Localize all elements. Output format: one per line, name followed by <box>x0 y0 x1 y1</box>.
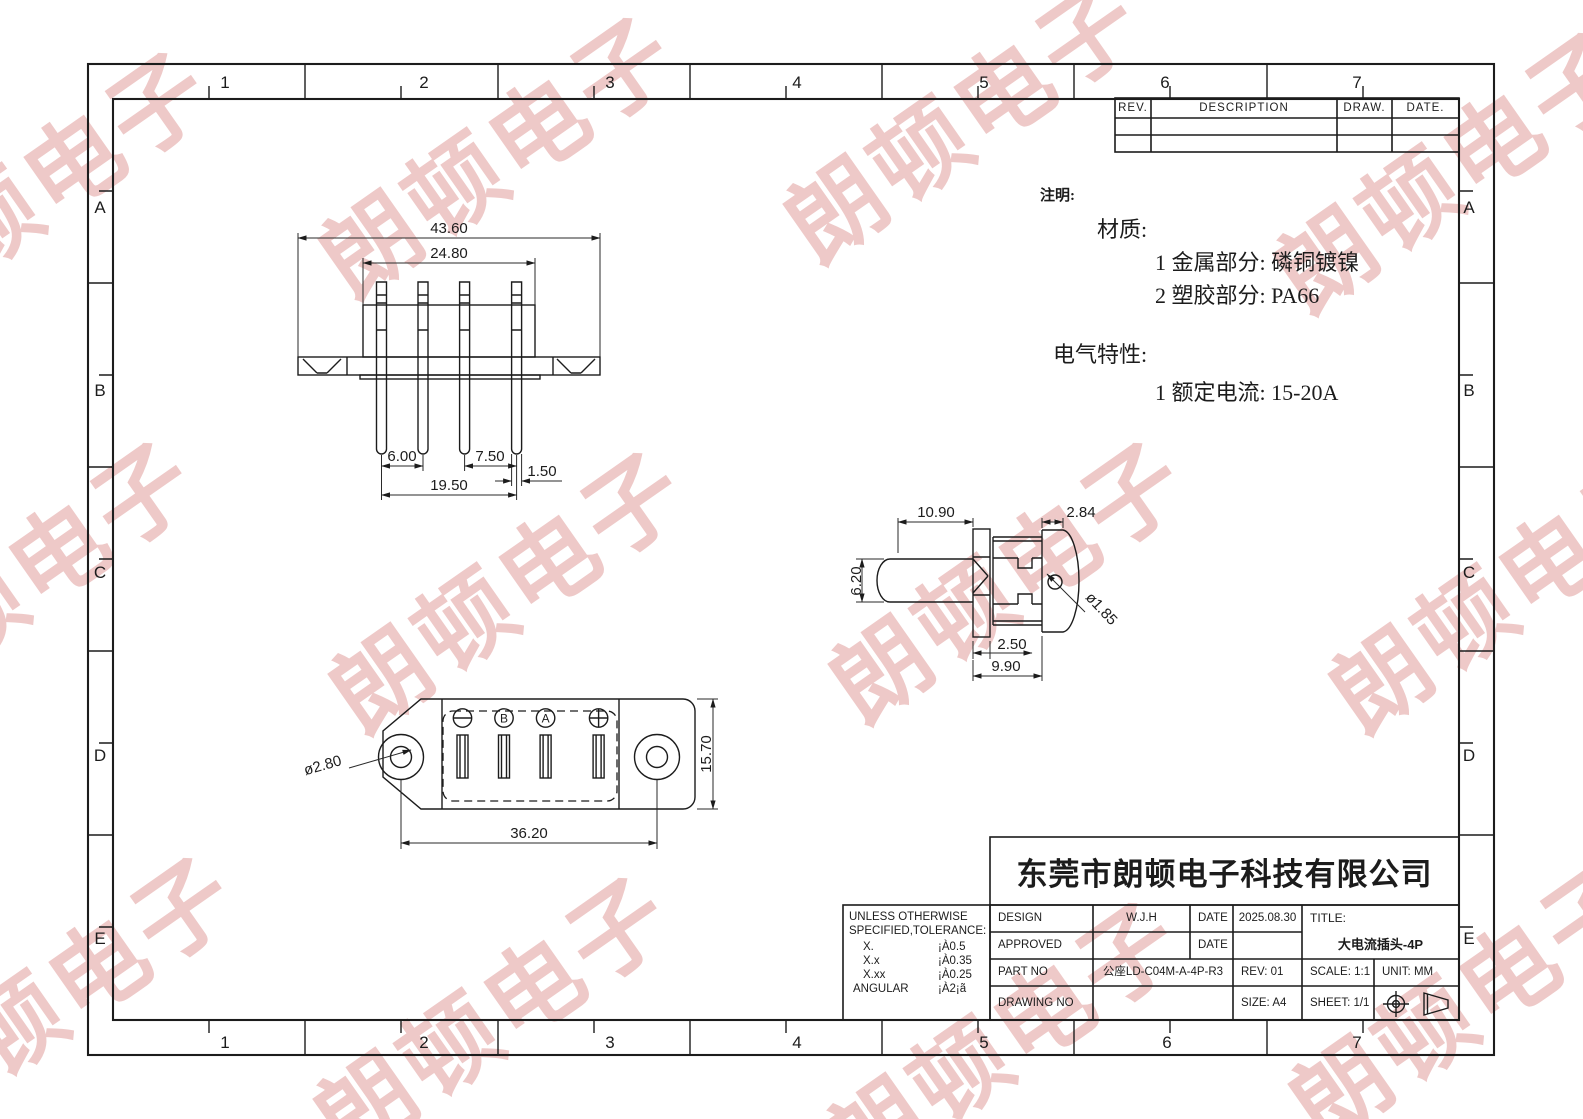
notes-heading: 注明: <box>1040 188 1075 204</box>
dim-hole-span: 36.20 <box>510 825 548 842</box>
tolerance-row: X.x ¡À0.35 <box>849 954 986 968</box>
zone-col-label: 3 <box>605 1033 614 1052</box>
approved-date-label: DATE <box>1198 939 1228 951</box>
zone-row-label: E <box>1463 929 1474 948</box>
tolerance-row: ANGULAR ¡À2¡ã <box>849 982 986 996</box>
pin-detail-dimensions <box>856 518 1086 681</box>
tolerance-label: ANGULAR <box>853 983 909 995</box>
revision-table-grid <box>1114 97 1460 153</box>
zone-col-label: 7 <box>1352 1033 1361 1052</box>
front-view: 43.60 24.80 6.00 7.50 1.50 19.50 <box>297 220 601 500</box>
zone-row-label: B <box>1463 381 1474 400</box>
zone-row-label: D <box>94 746 106 765</box>
title-block-grid <box>842 836 1460 1021</box>
plan-view-dimensions <box>348 698 718 849</box>
tolerance-line2: SPECIFIED,TOLERANCE: <box>849 925 987 937</box>
dim-tail-length: 9.90 <box>991 658 1020 675</box>
rev-table-header-draw: DRAW. <box>1343 102 1386 114</box>
tolerance-value: ¡À0.35 <box>938 955 972 967</box>
tolerance-line1: UNLESS OTHERWISE <box>849 911 968 923</box>
tolerance-row: X. ¡À0.5 <box>849 940 986 954</box>
pin-label-a: A <box>542 712 550 726</box>
drawing-title: 大电流插头-4P <box>1337 937 1424 952</box>
dim-pin-span: 19.50 <box>430 477 468 494</box>
tolerance-label: X. <box>863 941 874 953</box>
dim-mount-hole: ø2.80 <box>302 752 344 779</box>
zone-col-label: 1 <box>220 73 229 92</box>
projection-symbol-icon <box>1383 991 1449 1017</box>
rev-table-header-rev: REV. <box>1118 102 1148 114</box>
zone-row-label: C <box>1463 563 1475 582</box>
size-value: SIZE: A4 <box>1241 997 1287 1009</box>
tolerance-value: ¡À2¡ã <box>938 983 967 995</box>
sheet-value: SHEET: 1/1 <box>1310 997 1370 1009</box>
zone-row-label: D <box>1463 746 1475 765</box>
design-label: DESIGN <box>998 912 1043 924</box>
zone-col-label: 2 <box>419 1033 428 1052</box>
rev-table-header-description: DESCRIPTION <box>1199 102 1289 114</box>
tolerance-value: ¡À0.25 <box>938 969 972 981</box>
zone-row-label: C <box>94 563 106 582</box>
dim-pin-pitch-1: 6.00 <box>387 448 416 465</box>
dim-body-width: 24.80 <box>430 245 468 262</box>
zone-col-label: 7 <box>1352 73 1361 92</box>
zone-col-label: 6 <box>1162 1033 1171 1052</box>
drawing-no-label: DRAWING NO <box>998 997 1074 1009</box>
title-label: TITLE: <box>1310 911 1347 925</box>
dim-pin-diameter: 6.20 <box>848 566 865 595</box>
approved-label: APPROVED <box>998 939 1062 951</box>
notes-material-heading: 材质: <box>1097 217 1148 242</box>
tolerance-row: X.xx ¡À0.25 <box>849 968 986 982</box>
zone-col-label: 4 <box>792 1033 801 1052</box>
dim-height: 15.70 <box>698 735 715 773</box>
zone-col-label: 2 <box>419 73 428 92</box>
plan-view: B A ø2.80 36.20 15.70 <box>302 698 718 849</box>
tolerance-label: X.xx <box>863 969 886 981</box>
dim-pin-tip: 2.84 <box>1066 504 1095 521</box>
rev-value: REV: 01 <box>1241 966 1284 978</box>
zone-row-label: B <box>94 381 105 400</box>
dim-overall-width: 43.60 <box>430 220 468 237</box>
scale-value: SCALE: 1:1 <box>1310 966 1371 978</box>
unit-value: UNIT: MM <box>1382 966 1434 978</box>
zone-col-label: 3 <box>605 73 614 92</box>
notes-material-item: 1 金属部分: 磷铜镀镍 <box>1155 250 1360 275</box>
zone-col-label: 1 <box>220 1033 229 1052</box>
company-name: 东莞市朗顿电子科技有限公司 <box>1016 856 1433 892</box>
notes-electrical-item: 1 额定电流: 15-20A <box>1155 380 1339 405</box>
dim-hole-diameter: ø1.85 <box>1082 589 1121 629</box>
date-value: 2025.08.30 <box>1238 912 1297 924</box>
pin-detail-view: 10.90 2.84 6.20 ø1.85 2.50 9.90 <box>848 504 1121 681</box>
notes-material-item: 2 塑胶部分: PA66 <box>1155 283 1320 308</box>
zone-row-label: E <box>94 929 105 948</box>
zone-col-label: 6 <box>1160 73 1169 92</box>
design-value: W.J.H <box>1126 912 1157 924</box>
notes-electrical-heading: 电气特性: <box>1053 342 1148 367</box>
tolerance-label: X.x <box>863 955 880 967</box>
date-label: DATE <box>1198 912 1228 924</box>
zone-row-label: A <box>1463 198 1475 217</box>
part-no-value: 公座LD-C04M-A-4P-R3 <box>1102 966 1224 978</box>
dim-flange-width: 2.50 <box>997 636 1026 653</box>
pin-label-b: B <box>500 712 508 726</box>
tolerance-block: UNLESS OTHERWISE SPECIFIED,TOLERANCE: X.… <box>849 910 986 996</box>
zone-col-label: 4 <box>792 73 801 92</box>
zone-row-label: A <box>94 198 106 217</box>
dim-pin-length: 10.90 <box>917 504 955 521</box>
sheet-border: 1 2 3 4 5 6 7 1 2 3 4 5 6 7 A B C D E A <box>86 62 1496 1057</box>
dim-pin-pitch-2: 7.50 <box>475 448 504 465</box>
part-no-label: PART NO <box>998 966 1048 978</box>
zone-col-label: 5 <box>979 73 988 92</box>
dim-pin-width: 1.50 <box>527 463 556 480</box>
rev-table-header-date: DATE. <box>1406 102 1445 114</box>
zone-col-label: 5 <box>979 1033 988 1052</box>
front-view-dimensions <box>297 233 601 500</box>
tolerance-value: ¡À0.5 <box>938 941 966 953</box>
